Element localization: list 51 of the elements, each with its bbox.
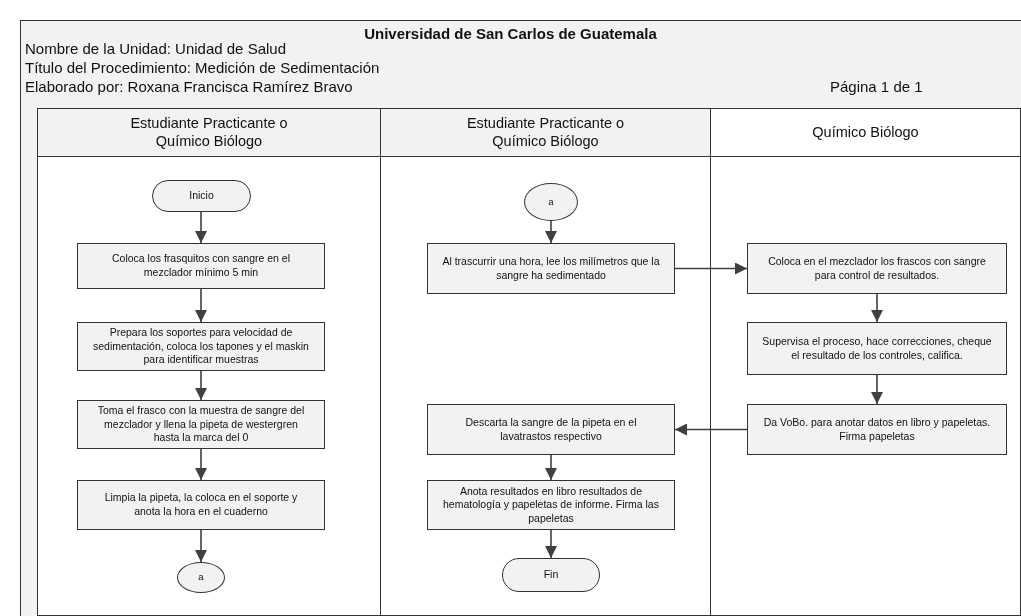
step-text: Fin <box>543 568 559 582</box>
step-text: Da VoBo. para anotar datos en libro y papeletas. Firma papeletas <box>762 415 992 444</box>
terminal-shape <box>502 558 600 592</box>
swimlane <box>37 108 381 616</box>
arrow <box>195 211 207 244</box>
process-box <box>427 480 675 530</box>
lane-title: Químico Biólogo <box>812 123 919 142</box>
terminal-shape <box>152 180 251 212</box>
header-text: Nombre de la Unidad: Unidad de Salud <box>25 40 286 57</box>
step-text: a <box>198 571 204 584</box>
step-text: Limpia la pipeta, la coloca en el soporte y anota la hora en el cuaderno <box>103 491 299 519</box>
arrow <box>871 374 883 405</box>
step-text: Inicio <box>189 189 214 203</box>
process-box <box>77 322 325 371</box>
arrow <box>545 529 557 559</box>
process-box <box>77 480 325 530</box>
process-box <box>77 243 325 289</box>
step-text: Toma el frasco con la muestra de sangre del mezclador y llena la pipeta de westergren hasta la marca del 0 <box>96 404 306 445</box>
arrow <box>195 529 207 563</box>
arrow <box>195 370 207 401</box>
step-text: Prepara los soportes para velocidad de sedimentación, coloca los tapones y el maskin para identificar muestras <box>92 326 310 367</box>
header-text: Elaborado por: Roxana Francisca Ramírez Bravo <box>25 78 353 95</box>
process-box <box>747 243 1007 294</box>
arrow <box>195 448 207 481</box>
title: Universidad de San Carlos de Guatemala <box>363 25 658 42</box>
connector-circle <box>177 562 225 593</box>
step-text: Al trascurrir una hora, lee los milímetros que la sangre ha sedimentado <box>442 254 660 283</box>
process-box <box>427 243 675 294</box>
step-text: Coloca en el mezclador los frascos con sangre para control de resultados. <box>767 254 987 283</box>
arrow <box>674 423 748 436</box>
arrow <box>545 220 557 244</box>
step-text: Supervisa el proceso, hace correcciones, cheque el resultado de los controles, califica. <box>762 334 992 363</box>
arrow <box>871 293 883 323</box>
process-box <box>747 322 1007 375</box>
connector-circle <box>524 183 578 221</box>
process-box <box>747 404 1007 455</box>
step-text: a <box>548 195 554 209</box>
lane-title: Estudiante Practicante o Químico Biólogo <box>465 115 626 150</box>
process-box <box>427 404 675 455</box>
process-box <box>77 400 325 449</box>
arrow <box>545 454 557 481</box>
arrow <box>195 288 207 323</box>
swimlane <box>710 108 1021 616</box>
step-text: Coloca los frasquitos con sangre en el mezclador mínimo 5 min <box>111 252 291 280</box>
header-text: Título del Procedimiento: Medición de Sedimentación <box>25 59 380 76</box>
arrow <box>674 262 748 275</box>
header-text: Página 1 de 1 <box>830 78 923 95</box>
step-text: Anota resultados en libro resultados de hematología y papeletas de informe. Firma las papeletas <box>442 484 660 526</box>
swimlane <box>380 108 711 616</box>
lane-title: Estudiante Practicante o Químico Biólogo <box>129 115 289 150</box>
step-text: Descarta la sangre de la pipeta en el lavatrastos respectivo <box>464 415 638 444</box>
